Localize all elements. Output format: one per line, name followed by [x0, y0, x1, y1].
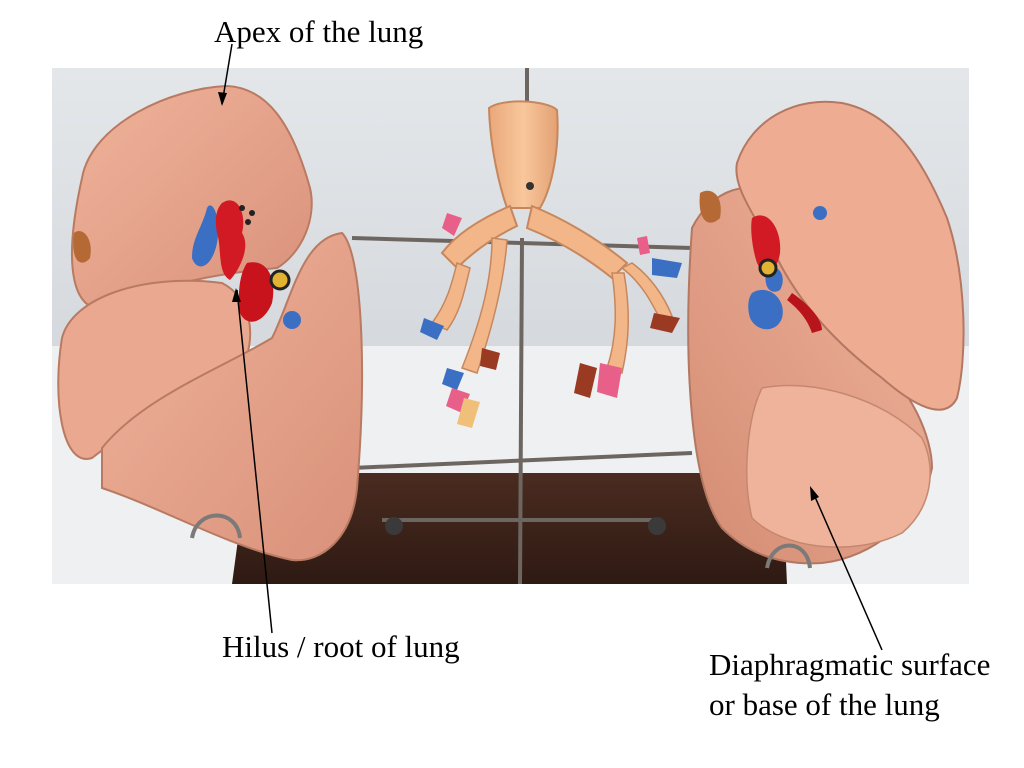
left-lung-model	[57, 84, 363, 562]
bronchus-tip-blue-3	[652, 258, 682, 278]
metal-stand	[351, 68, 693, 584]
right-lung-upper-lobe	[735, 100, 965, 411]
trachea-bronchial-tree	[420, 100, 682, 428]
left-hilum-small-vein	[283, 311, 301, 329]
left-hilum-vein	[192, 205, 219, 267]
right-lung-model	[687, 100, 965, 569]
bronchus-tip-pink-3	[637, 236, 650, 255]
bronchus-tip-brown-3	[650, 313, 680, 333]
bronchus-tip-brown-1	[480, 348, 500, 370]
lung-model-photo	[52, 68, 969, 584]
bronchus-tip-blue-1	[420, 318, 444, 340]
trachea	[487, 100, 559, 209]
right-lung-brown-spot	[699, 190, 721, 223]
label-apex: Apex of the lung	[214, 14, 424, 49]
right-hilum-bronchus	[758, 258, 778, 278]
right-lung-hook	[765, 543, 812, 569]
stand-bolt-left	[385, 517, 403, 535]
bronchus-tip-pink-2	[597, 363, 622, 398]
label-diaphragmatic-surface: Diaphragmatic surface or base of the lun…	[709, 645, 990, 725]
left-main-bronchus	[440, 204, 519, 270]
right-hilum-artery	[751, 215, 781, 272]
right-main-bronchus	[525, 204, 629, 280]
wooden-base	[232, 473, 787, 584]
left-lung-brown-spot	[73, 230, 91, 263]
bronchus-tip-pink-4	[442, 213, 462, 236]
bronchus-tip-brown-2	[574, 363, 597, 398]
stand-bolt-right	[648, 517, 666, 535]
right-hilum-vein	[748, 289, 783, 330]
bronchus-tip-yellow-1	[457, 398, 480, 428]
right-hilum-small-vein	[813, 206, 827, 220]
right-lung-cut-surface	[746, 384, 931, 548]
label-hilus: Hilus / root of lung	[222, 629, 460, 664]
left-hilum-bronchus	[269, 269, 291, 291]
label-diaphragmatic-line-2: or base of the lung	[709, 687, 940, 722]
bronchus-tip-blue-2	[442, 368, 464, 390]
label-diaphragmatic-line-1: Diaphragmatic surface	[709, 647, 991, 682]
left-hilum-artery	[215, 200, 246, 280]
